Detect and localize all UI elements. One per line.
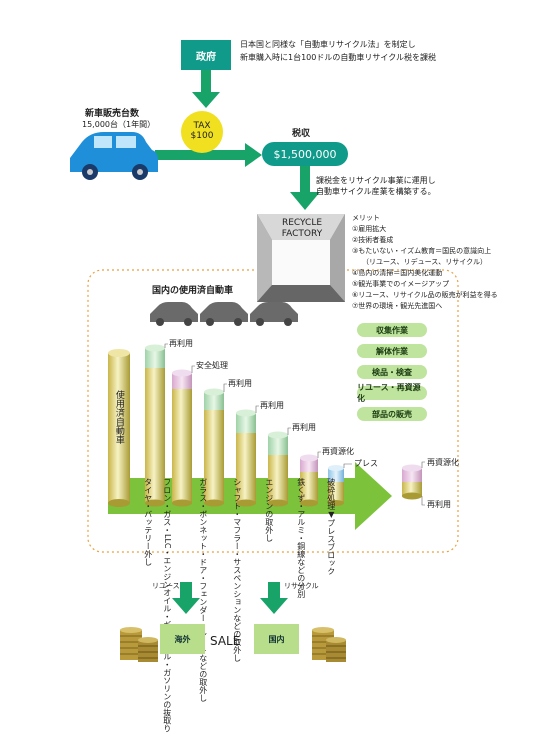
government-box: 政府	[181, 40, 231, 70]
task-pill: 部品の販売	[357, 407, 427, 421]
reuse-arrow-label: リユース	[152, 582, 180, 590]
cylinders	[108, 344, 422, 507]
label-reuse: 再利用	[169, 339, 193, 348]
new-car-sales-title: 新車販売台数	[85, 109, 140, 119]
process-glass: ガラス・ボンネット・ドア・フェンダー・シートなどの取外し	[198, 478, 208, 702]
diagram-graphics	[70, 70, 459, 662]
flow-arrows	[155, 70, 320, 614]
label-reuse: 再利用	[260, 401, 284, 410]
task-pill: 解体作業	[357, 344, 427, 358]
factory-line-2: FACTORY	[281, 229, 323, 239]
overseas-box: 海外	[160, 624, 205, 654]
revenue-title: 税収	[292, 129, 311, 139]
revenue-note-2: 自動車サイクル産業を構築する。	[316, 187, 436, 196]
government-label: 政府	[196, 51, 216, 63]
process-shaft: シャフト・マフラー・サスペンションなどの取外し	[232, 478, 242, 662]
label-safe-treatment: 安全処理	[196, 361, 228, 370]
merit-item: ⑥リユース、リサイクル品の販売が利益を得る	[352, 291, 498, 299]
revenue-note-1: 課税金をリサイクル事業に運用し	[316, 176, 436, 185]
government-note-1: 日本国と同様な「自動車リサイクル法」を制定し	[240, 40, 416, 49]
merit-item: ④島内の清掃＝国内美化運動	[352, 269, 443, 277]
revenue-amount: $1,500,000	[273, 147, 337, 161]
merit-item: ⑦世界の環境・観光先進国へ	[352, 302, 443, 310]
final-recycle-resource: 再資源化	[427, 458, 459, 467]
merit-item: ②技術者養成	[352, 236, 394, 244]
government-note-2: 新車購入時に1台100ドルの自動車リサイクル税を課税	[240, 53, 436, 62]
process-metals: 鉄くず・アルミ・銅線などの分別	[296, 478, 306, 598]
used-car-icons	[150, 302, 298, 326]
tax-circle: TAX $100	[181, 111, 223, 153]
sale-label: SALE	[210, 634, 241, 648]
task-pill: 検品・検査	[357, 365, 427, 379]
task-pill: リユース・再資源化	[357, 383, 427, 403]
domestic-label: 国内	[268, 634, 285, 644]
domestic-used-cars-title: 国内の使用済自動車	[152, 286, 234, 296]
merits-title: メリット	[352, 214, 380, 222]
label-reuse: 再利用	[292, 423, 316, 432]
process-engine: エンジンの取外し	[264, 478, 274, 542]
car-icon	[70, 132, 158, 180]
revenue-amount-pill: $1,500,000	[262, 142, 348, 166]
coin-stacks	[120, 627, 346, 662]
used-car-label: 使用済自動車	[113, 390, 124, 444]
factory-line-1: RECYCLE	[281, 218, 323, 228]
new-car-sales-value: 15,000台（1年間）	[82, 120, 156, 129]
process-crush: 破砕処理▼プレスブロック	[326, 478, 336, 575]
label-recycle-resource: 再資源化	[322, 447, 354, 456]
final-reuse: 再利用	[427, 500, 451, 509]
label-reuse: 再利用	[228, 379, 252, 388]
tax-amount: $100	[190, 131, 214, 141]
recycle-arrow-label: リサイクル	[284, 582, 319, 590]
tax-label: TAX	[193, 121, 211, 132]
label-leaders	[164, 343, 425, 506]
recycle-factory	[257, 214, 345, 302]
merit-item: ①雇用拡大	[352, 225, 387, 233]
merit-item: （リユース、リデュース、リサイクル）	[362, 258, 487, 266]
process-fluids: フロン・ガス・LLC・エンジンオイル・ギヤオイル・ガソリンの抜取り	[162, 478, 172, 733]
label-press: プレス	[354, 459, 378, 468]
merit-item: ③もたいない・イズム教育＝国民の意識向上	[352, 247, 492, 255]
overseas-label: 海外	[174, 634, 191, 644]
task-pill: 収集作業	[357, 323, 427, 337]
process-tires: タイヤ・バッテリー外し	[143, 478, 153, 566]
domestic-box: 国内	[254, 624, 299, 654]
merit-item: ⑤観光事業でのイメージアップ	[352, 280, 450, 288]
